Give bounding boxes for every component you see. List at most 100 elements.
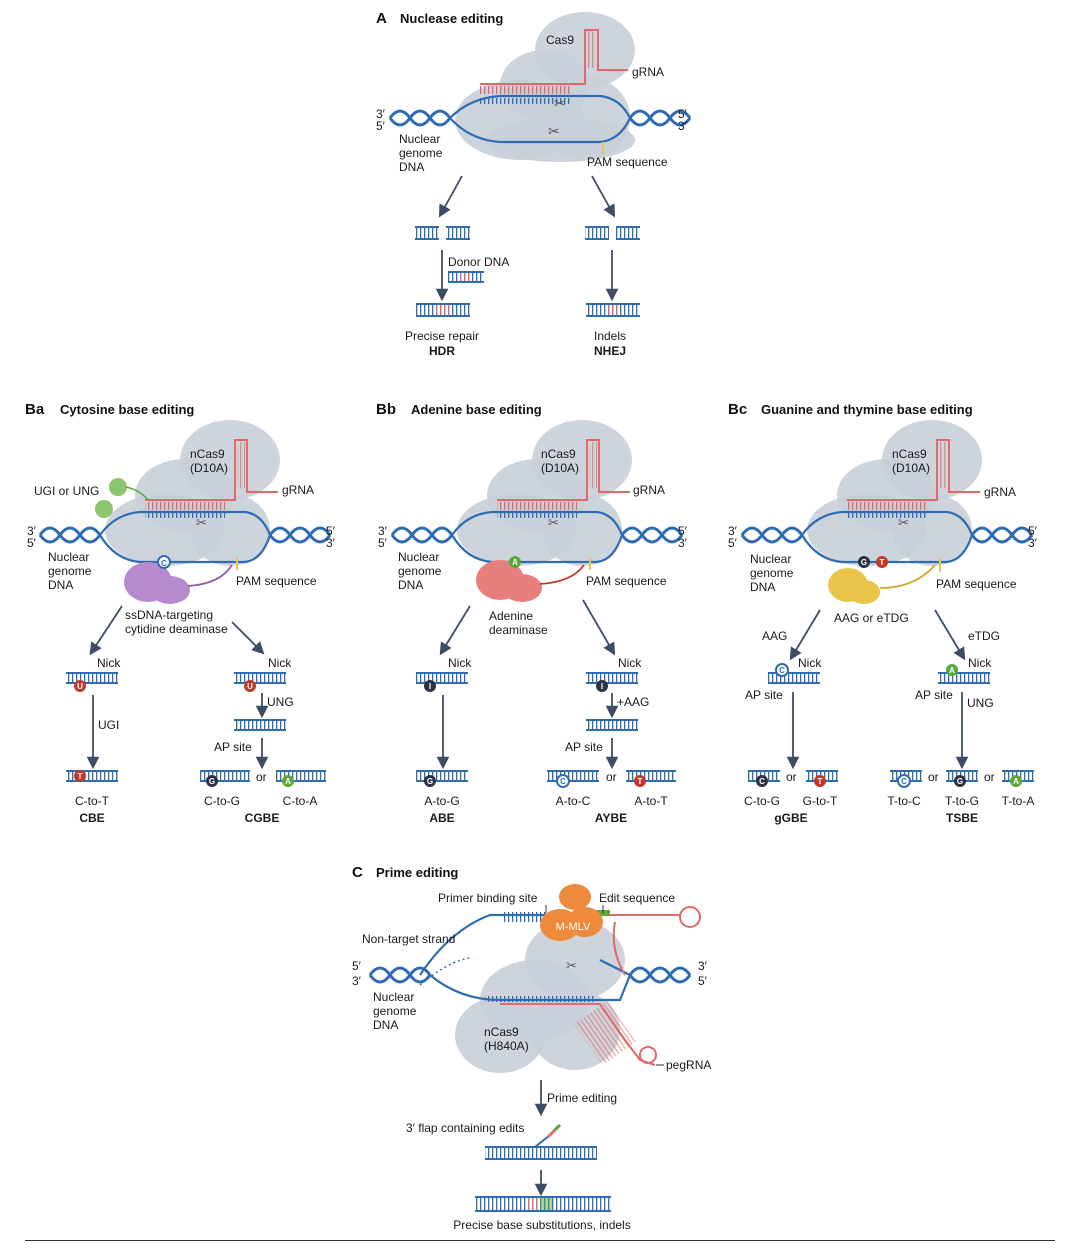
prime-editing-step: Prime editing — [547, 1091, 617, 1105]
end-5-left: 5′ — [728, 536, 738, 550]
grna-label: gRNA — [984, 485, 1016, 499]
dsb-right — [585, 226, 640, 240]
nicked-dna-right: U — [234, 672, 286, 692]
ap-site-label: AP site — [565, 740, 603, 754]
ugi-ung-protein — [95, 478, 149, 518]
end-5-left: 5′ — [352, 959, 362, 973]
panel-bc: Bc Guanine and thymine base editing nCas… — [728, 401, 1038, 825]
nicked-dna-right: I — [586, 672, 638, 692]
panel-bb: Bb Adenine base editing nCas9 (D10A) gRN… — [376, 401, 688, 825]
end-5-left: 5′ — [378, 536, 388, 550]
result-c-to-t: C-to-T — [75, 794, 110, 808]
result-a-to-t: A-to-T — [634, 794, 668, 808]
grna-label: gRNA — [633, 483, 665, 497]
product-dna-ta: A — [1002, 770, 1034, 787]
target-base-t: T — [876, 556, 888, 568]
svg-text:T: T — [880, 558, 885, 567]
dna-label-line1: Nuclear — [48, 550, 89, 564]
end-5-right: 5′ — [698, 974, 708, 988]
panel-bc-title: Guanine and thymine base editing — [761, 402, 973, 417]
result-c-to-g: C-to-G — [744, 794, 780, 808]
panel-c: C Prime editing 5′ 3′ 3′ 5′ ✂ — [352, 864, 711, 1232]
end-5-right: 5′ — [678, 524, 688, 538]
dna-label-line3: DNA — [398, 578, 423, 592]
panel-bb-letter: Bb — [376, 401, 396, 418]
ncas9-label-line2: (D10A) — [541, 461, 579, 475]
ncas9-label-line1: nCas9 — [892, 447, 927, 461]
ung-step: UNG — [267, 695, 294, 709]
result-t-to-g: T-to-G — [945, 794, 979, 808]
product-dna-ag: G — [416, 770, 468, 787]
enzyme-label: AAG or eTDG — [834, 611, 909, 625]
arrow-icon — [438, 175, 463, 218]
dna-label-line1: Nuclear — [750, 552, 791, 566]
svg-text:✂: ✂ — [548, 123, 560, 139]
grna-hairpin — [847, 439, 980, 510]
svg-text:T: T — [818, 777, 823, 786]
dna-label-line3: DNA — [750, 580, 775, 594]
ncas9-label-line1: nCas9 — [484, 1025, 519, 1039]
scissors-icon: ✂ — [548, 515, 559, 530]
dna-label-line2: genome — [750, 566, 794, 580]
indel-dna — [586, 303, 640, 317]
ap-dna — [586, 719, 638, 731]
svg-text:C: C — [901, 777, 907, 786]
svg-text:G: G — [861, 558, 867, 567]
dna-label-line2: genome — [399, 146, 443, 160]
svg-text:A: A — [285, 777, 291, 786]
editor-abe: ABE — [429, 811, 454, 825]
ncas9-label-line1: nCas9 — [541, 447, 576, 461]
svg-text:C: C — [560, 777, 566, 786]
target-base-a: A — [509, 556, 521, 568]
grna-hairpin — [497, 439, 630, 510]
ugi-ung-label: UGI or UNG — [34, 484, 99, 498]
nick-right: Nick — [968, 656, 992, 670]
svg-text:A: A — [949, 666, 955, 675]
donor-dna — [448, 271, 484, 283]
deaminase-label-line1: Adenine — [489, 609, 533, 623]
dna-label-line1: Nuclear — [398, 550, 439, 564]
pam-label: PAM sequence — [586, 574, 667, 588]
nicked-dna-left: I — [416, 672, 468, 692]
pam-label: PAM sequence — [236, 574, 317, 588]
dna-label-line2: genome — [373, 1004, 417, 1018]
nicked-dna-right: A — [938, 664, 990, 684]
arrow-icon — [231, 621, 265, 655]
arrow-icon — [582, 599, 616, 656]
aag-step: +AAG — [617, 695, 649, 709]
editor-ggbe: gGBE — [774, 811, 807, 825]
svg-text:G: G — [957, 777, 963, 786]
edit-sequence-label: Edit sequence — [599, 891, 675, 905]
end-3-right: 3′ — [678, 119, 688, 133]
flap-dna — [485, 1123, 597, 1160]
svg-text:T: T — [78, 772, 83, 781]
pam-label: PAM sequence — [936, 577, 1017, 591]
panel-a: A Nuclease editing Cas9 gRNA 3′ — [376, 10, 692, 358]
editor-aybe: AYBE — [595, 811, 627, 825]
dna-label-line3: DNA — [373, 1018, 398, 1032]
nick-left: Nick — [97, 656, 121, 670]
end-3-left: 3′ — [728, 524, 738, 538]
end-3-right: 3′ — [326, 536, 336, 550]
nick-right: Nick — [618, 656, 642, 670]
editor-cgbe: CGBE — [245, 811, 280, 825]
result-a-to-g: A-to-G — [424, 794, 459, 808]
nick-left: Nick — [448, 656, 472, 670]
svg-text:C: C — [161, 559, 167, 568]
panel-ba-title: Cytosine base editing — [60, 402, 194, 417]
hdr-outcome: Precise repair — [405, 329, 479, 343]
flap-label: 3′ flap containing edits — [406, 1121, 524, 1135]
deaminase-label-line2: cytidine deaminase — [125, 622, 228, 636]
dna-label-line2: genome — [48, 564, 92, 578]
ung-step: UNG — [967, 696, 994, 710]
product-dna-ca: A — [276, 770, 326, 787]
svg-text:I: I — [601, 682, 603, 691]
nhej-outcome: Indels — [594, 329, 626, 343]
end-5-right: 5′ — [1028, 524, 1038, 538]
svg-text:C: C — [779, 666, 785, 675]
result-t-to-a: T-to-A — [1002, 794, 1035, 808]
aag-step: AAG — [762, 629, 787, 643]
svg-text:U: U — [247, 682, 253, 691]
cytidine-deaminase — [124, 562, 233, 604]
